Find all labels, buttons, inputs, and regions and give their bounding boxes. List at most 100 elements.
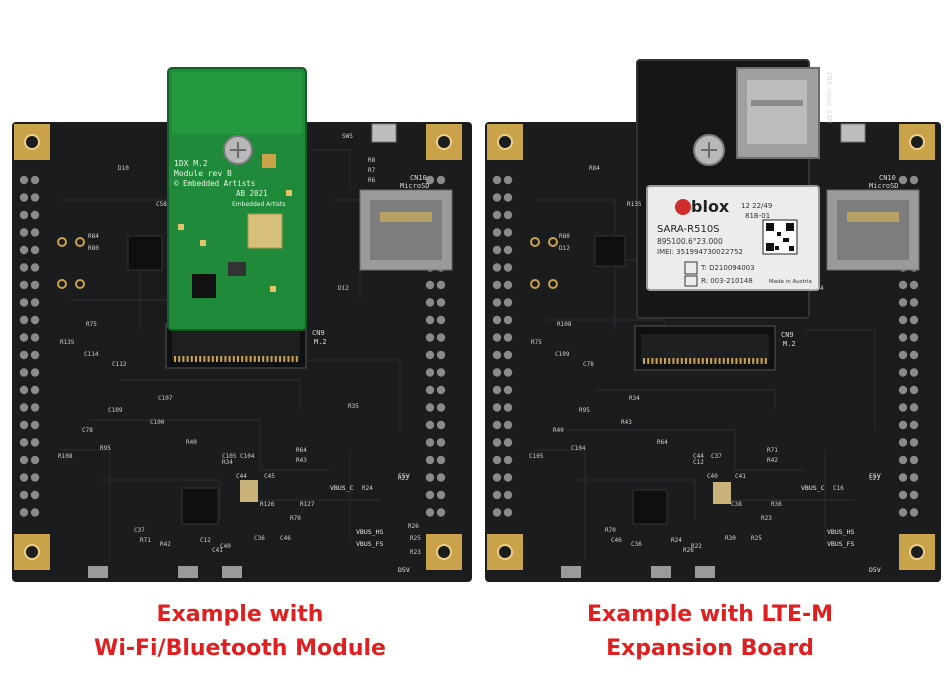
header-pin (30, 385, 40, 395)
right-lte-board (636, 59, 820, 319)
header-pin (436, 403, 446, 412)
silk-label: C78 (82, 427, 93, 434)
silk-label: R43 (621, 419, 632, 426)
left-connector-label: CN9 (312, 329, 325, 337)
header-pin (503, 490, 513, 500)
header-pin (492, 473, 502, 482)
header-pin (30, 420, 40, 430)
right-silkscreen-labels: R84R80D12R135C114R75C109C78R108R95R40C10… (529, 165, 880, 554)
header-pin (898, 403, 908, 412)
header-pin (492, 350, 502, 360)
right-microsd-slot (826, 189, 920, 271)
vbus-label: D5V (869, 566, 881, 574)
silk-label: C46 (611, 537, 622, 544)
header-pin (909, 350, 919, 360)
m2-pin (664, 358, 666, 364)
ublox-module (646, 185, 820, 291)
header-pin (30, 298, 40, 307)
silk-label: R26 (683, 547, 694, 554)
silk-label: R108 (58, 453, 73, 460)
silk-label: C114 (809, 285, 824, 292)
left-ic-3 (240, 480, 258, 502)
header-pin (425, 280, 435, 290)
m2-pin (241, 356, 244, 362)
header-pin (19, 420, 29, 430)
right-usb-connectors (561, 566, 715, 578)
header-pin (30, 280, 40, 290)
header-pin (503, 175, 513, 185)
header-pin (898, 315, 908, 325)
right-ic-3 (713, 482, 731, 504)
right-connector-label: CN9 (781, 331, 794, 339)
header-pin (30, 350, 40, 360)
header-pin (436, 280, 446, 290)
m2-pin (680, 358, 683, 364)
header-pin (503, 420, 513, 430)
silk-label: C78 (583, 361, 594, 368)
m2-pin (237, 356, 239, 362)
vbus-label: VBUS_FS (356, 540, 383, 548)
header-pin (492, 193, 502, 202)
header-pin (492, 508, 502, 517)
header-pin (19, 175, 29, 185)
header-pin (909, 298, 919, 307)
header-pin (425, 403, 435, 412)
silk-label: R80 (88, 245, 99, 252)
silk-label: R95 (100, 445, 111, 452)
m2-pin (714, 358, 717, 364)
left-microsd-label: CN10 (410, 174, 427, 182)
header-pin (492, 420, 502, 430)
silk-label: R95 (579, 407, 590, 414)
silk-label: C37 (711, 453, 722, 460)
silk-label: R71 (140, 537, 151, 544)
ublox-line1: 895100.6°23.000 (657, 237, 723, 246)
m2-pin (295, 356, 298, 362)
header-pin (909, 280, 919, 290)
header-pin (19, 473, 29, 482)
m2-pin (253, 356, 256, 362)
header-pin (19, 193, 29, 202)
silk-label: C40 (707, 473, 718, 480)
m2-pin (245, 356, 248, 362)
silk-label: D12 (559, 245, 570, 252)
silk-label: R35 (348, 403, 359, 410)
silk-label: R75 (86, 321, 97, 328)
header-pin (30, 228, 40, 237)
header-pin (425, 490, 435, 500)
header-pin (898, 473, 908, 482)
header-pin (909, 420, 919, 430)
silk-label: C36 (631, 541, 642, 548)
header-pin (492, 228, 502, 237)
silk-label: R34 (629, 395, 640, 402)
silk-label: R75 (531, 339, 542, 346)
header-pin (19, 210, 29, 220)
m2-pin (287, 356, 290, 362)
m2-pin (676, 358, 679, 364)
m2-pin (258, 356, 260, 362)
m2-pin (655, 358, 658, 364)
header-pin (30, 315, 40, 325)
m2-pin (199, 356, 202, 362)
header-pin (19, 228, 29, 237)
m2-pin (224, 356, 227, 362)
header-pin (503, 263, 513, 272)
silk-label: R7 (368, 167, 376, 174)
header-pin (425, 438, 435, 447)
silk-label: R42 (160, 541, 171, 548)
silk-label: C44 (693, 453, 704, 460)
header-pin (19, 333, 29, 342)
header-pin (898, 350, 908, 360)
m2-pin (731, 358, 734, 364)
silk-label: C104 (240, 453, 255, 460)
m2-pin (249, 356, 252, 362)
header-pin (436, 315, 446, 325)
vbus-label: VBUS_C (330, 484, 354, 492)
header-pin (425, 420, 435, 430)
vbus-label: VBUS_HS (356, 528, 383, 536)
m2-pin (756, 358, 759, 364)
left-gold-vias (57, 237, 85, 289)
header-pin (492, 175, 502, 185)
m2-pin (279, 356, 281, 362)
m2-pin (178, 356, 181, 362)
m2-pin (701, 358, 704, 364)
